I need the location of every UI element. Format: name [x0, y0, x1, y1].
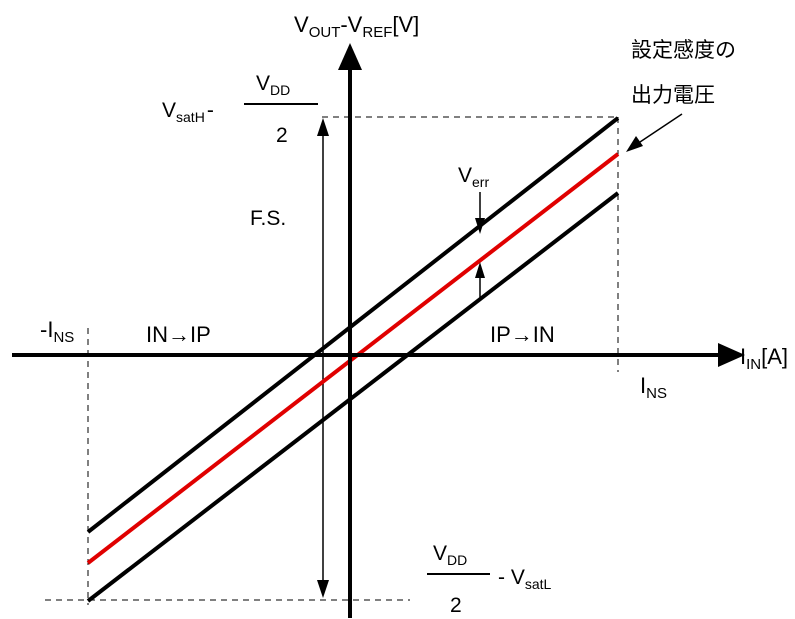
ideal-output-line	[86, 152, 620, 565]
x-axis-arrowhead	[718, 343, 745, 367]
bottom-fraction-numerator: VDD	[433, 542, 467, 568]
x-axis-label: IIN[A]	[740, 344, 788, 373]
verr-arrows	[475, 192, 485, 300]
fs-double-arrow	[317, 118, 329, 598]
sensitivity-label-line1: 設定感度の	[631, 38, 736, 62]
left-direction-label: IN→IP	[146, 322, 211, 347]
verr-label: Verr	[458, 164, 489, 190]
y-axis	[338, 43, 362, 618]
y-axis-arrowhead	[338, 43, 362, 70]
x-axis	[12, 343, 745, 367]
dashed-guides	[45, 116, 619, 605]
top-fraction-denominator: 2	[276, 124, 288, 147]
ins-label: INS	[640, 373, 667, 402]
fs-label: F.S.	[250, 207, 286, 230]
upper-tolerance-line	[86, 116, 620, 534]
vsatl-label: - VsatL	[498, 566, 552, 592]
y-axis-label: VOUT-VREF[V]	[294, 12, 419, 41]
lower-tolerance-line	[86, 191, 620, 603]
bottom-fraction-denominator: 2	[450, 594, 462, 617]
vsath-label: VsatH-	[162, 99, 214, 125]
sensitivity-callout-arrow	[626, 113, 683, 152]
top-fraction-numerator: VDD	[256, 72, 290, 98]
neg-ins-label: -INS	[40, 317, 74, 346]
sensitivity-label-line2: 出力電圧	[631, 83, 715, 107]
right-direction-label: IP→IN	[490, 322, 555, 347]
